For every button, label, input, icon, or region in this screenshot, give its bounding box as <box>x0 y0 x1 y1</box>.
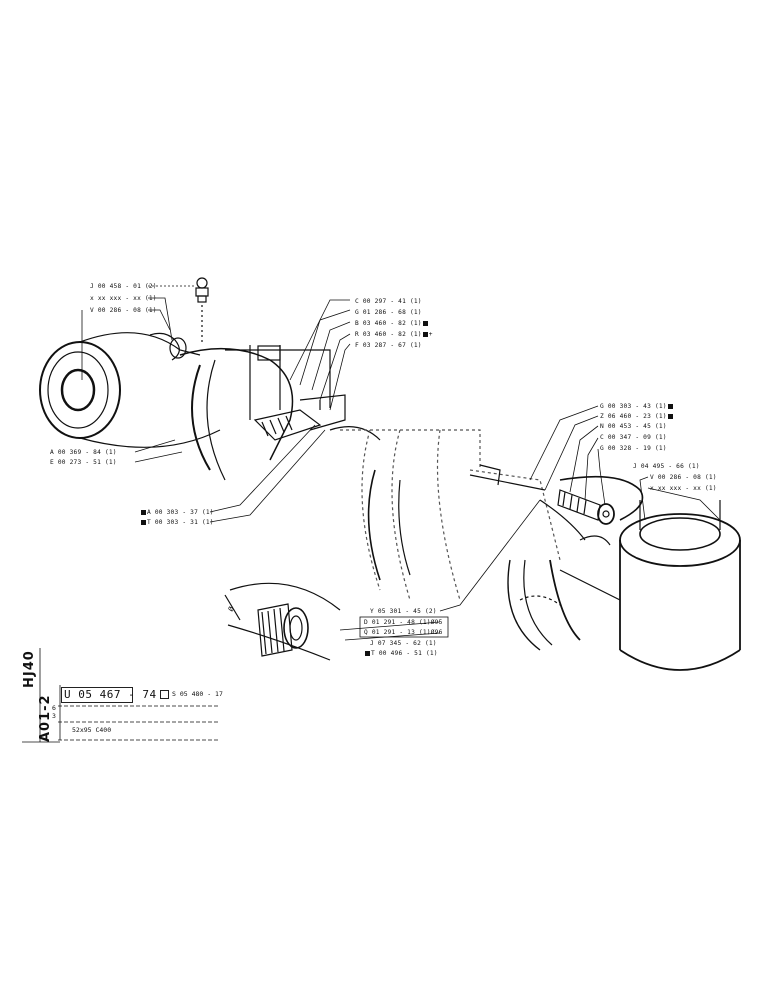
callout-center-upper-4: R 03 460 - 82 (1)+ <box>355 331 433 338</box>
title-rules <box>22 648 220 743</box>
callout-bottom-2: D 01 291 - 48 (1)Ø95 <box>364 619 443 626</box>
callout-left-lower-1: A 00 369 - 84 (1) <box>50 449 117 456</box>
side-mark-2: 3 <box>52 712 56 720</box>
central-rod-parts <box>253 394 381 441</box>
side-mark-1: 6 <box>52 704 56 712</box>
callout-left-lower-2: E 00 273 - 51 (1) <box>50 459 117 466</box>
callout-right-mid-2: V 00 286 - 08 (1) <box>650 474 717 481</box>
leader-lines <box>81 285 721 641</box>
callout-center-lower-2: T 00 303 - 31 (1) <box>140 519 214 526</box>
right-end-cap <box>619 500 741 671</box>
cylinder-body-outline <box>340 429 561 601</box>
callout-right-mid-3: x xx xxx - xx (1) <box>650 485 717 492</box>
callout-left-upper-3: V 00 286 - 08 (1) <box>90 307 157 314</box>
callout-bottom-5: T 00 496 - 51 (1) <box>364 650 438 657</box>
callout-right-mid-1: J 04 495 - 66 (1) <box>633 463 700 470</box>
lower-body <box>507 559 621 651</box>
alt-part-number: S 05 480 - 17 <box>172 690 223 698</box>
model-code: HJ40 <box>22 650 37 688</box>
callout-center-upper-5: F 03 287 - 67 (1) <box>355 342 422 349</box>
callout-bottom-1: Y 05 301 - 45 (2) <box>370 608 437 615</box>
callout-bottom-3: Q 01 291 - 13 (1)Ø96 <box>364 629 443 636</box>
inset-detail: Ø <box>224 582 341 661</box>
alt-part-checkbox <box>160 690 169 699</box>
svg-text:Ø: Ø <box>227 605 236 613</box>
callout-left-upper-2: x xx xxx - xx (1) <box>90 295 157 302</box>
callout-bottom-4: J 07 345 - 62 (1) <box>370 640 437 647</box>
callout-right-upper-3: N 00 453 - 45 (1) <box>600 423 667 430</box>
callout-center-upper-2: G 01 286 - 68 (1) <box>355 309 422 316</box>
callout-right-upper-2: Z 06 460 - 23 (1) <box>600 413 674 420</box>
callout-center-lower-1: A 00 303 - 37 (1) <box>140 509 214 516</box>
grease-nipple <box>195 277 209 345</box>
callout-right-upper-1: G 00 303 - 43 (1) <box>600 403 674 410</box>
callout-left-upper-1: J 00 458 - 01 (2) <box>90 283 157 290</box>
assembly-description: 52x95 C400 <box>72 726 112 734</box>
threaded-rod-right <box>557 475 644 546</box>
left-cylinder-end <box>39 332 331 481</box>
callout-center-upper-3: B 03 460 - 82 (1) <box>355 320 429 327</box>
assembly-part-number: U 05 467 - 74 <box>64 688 157 701</box>
callout-right-upper-4: C 00 347 - 09 (1) <box>600 434 667 441</box>
part-number-box <box>61 687 133 703</box>
callout-right-upper-5: G 00 328 - 19 (1) <box>600 445 667 452</box>
cylinder-body-solid <box>367 464 586 581</box>
callout-center-upper-1: C 00 297 - 41 (1) <box>355 298 422 305</box>
page-code: A01-2 <box>38 694 53 742</box>
